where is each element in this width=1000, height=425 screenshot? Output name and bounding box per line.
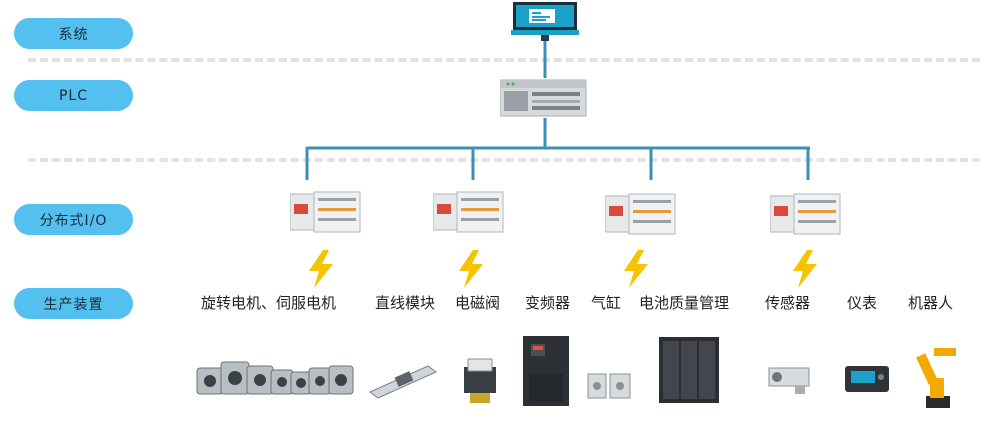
io-module-icon	[290, 191, 361, 233]
solenoid-valve-image	[464, 358, 496, 403]
inverter-image	[523, 336, 569, 406]
io-module-icon	[433, 191, 504, 233]
separator-line	[28, 58, 980, 62]
lightning-icon	[309, 250, 333, 288]
device-label-robot: 机器人	[908, 294, 954, 312]
layer-label-distributed-io: 分布式I/O	[14, 204, 133, 235]
io-module-icon	[605, 193, 676, 235]
device-label-instrument: 仪表	[847, 294, 878, 312]
plc-icon	[500, 79, 587, 117]
servo-motors-image	[196, 361, 354, 395]
device-label-battery-management: 电池质量管理	[639, 294, 730, 312]
instrument-image	[845, 366, 889, 392]
layer-label-plc: PLC	[14, 80, 133, 111]
separator-line	[28, 158, 980, 162]
lightning-icon	[624, 250, 648, 288]
layer-label-production: 生产装置	[14, 288, 133, 319]
io-module-icon	[770, 193, 841, 235]
device-label-inverter: 变频器	[525, 294, 571, 312]
device-label-cylinder: 气缸	[591, 294, 622, 312]
industrial-robot-image	[916, 348, 956, 408]
layer-label-system: 系统	[14, 18, 133, 49]
battery-cabinet-image	[659, 337, 719, 403]
sensor-image	[768, 367, 810, 394]
device-label-solenoid-valve: 电磁阀	[455, 294, 501, 312]
linear-module-image	[369, 365, 437, 399]
device-label-motor: 旋转电机、伺服电机	[201, 294, 337, 312]
lightning-icon	[793, 250, 817, 288]
air-cylinder-image	[587, 373, 631, 399]
device-label-linear-module: 直线模块	[375, 294, 436, 312]
device-label-sensor: 传感器	[765, 294, 811, 312]
lightning-icon	[459, 250, 483, 288]
monitor-icon	[511, 2, 579, 41]
